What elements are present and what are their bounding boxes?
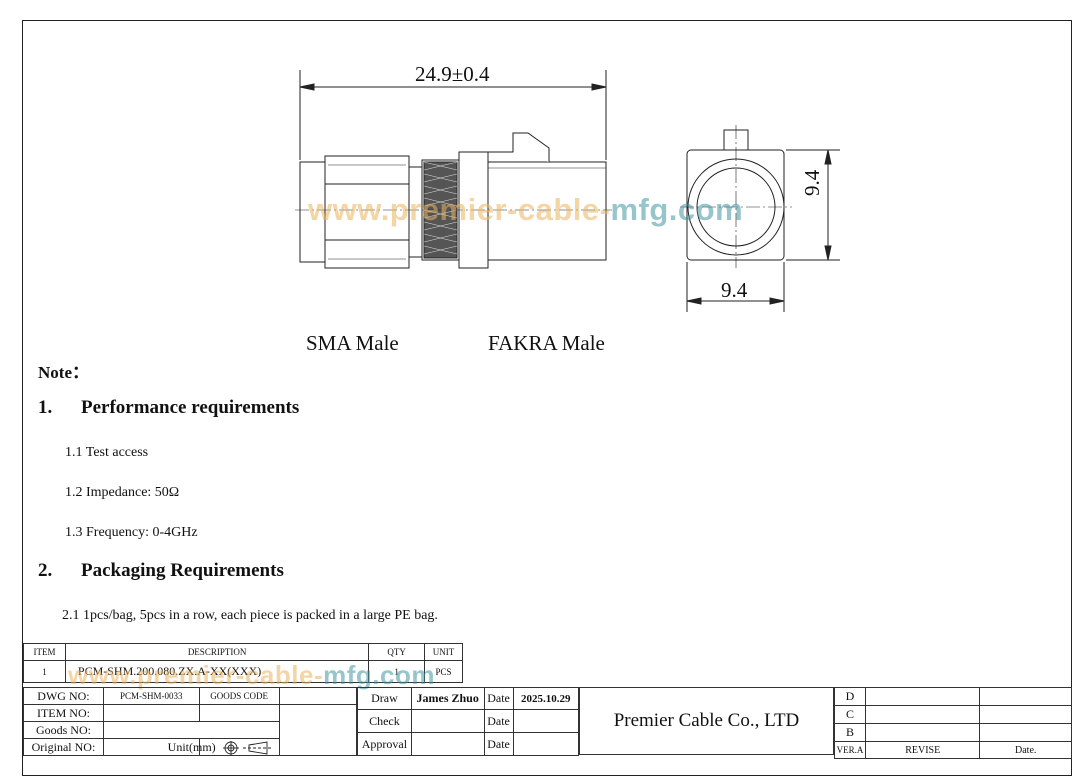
length-dimension-label: 24.9±0.4 bbox=[415, 62, 490, 86]
ver-label: VER.A bbox=[834, 741, 866, 759]
bom-header-row: ITEM DESCRIPTION QTY UNIT bbox=[23, 643, 463, 661]
width-dimension-label: 9.4 bbox=[721, 278, 748, 302]
dwg-no-value: PCM-SHM-0033 bbox=[102, 687, 200, 705]
section-heading-packaging: 2.Packaging Requirements bbox=[38, 560, 284, 581]
revise-label: REVISE bbox=[864, 741, 981, 759]
blank-cell bbox=[278, 704, 358, 756]
section-heading-performance: 1.Performance requirements bbox=[38, 397, 300, 418]
dwg-no-label: DWG NO: bbox=[23, 687, 104, 705]
drawing-watermark: www.premier-cable-mfg.com bbox=[308, 192, 744, 227]
fakra-male-label: FAKRA Male bbox=[488, 331, 605, 355]
unit-cell: Unit(mm) bbox=[168, 738, 280, 756]
table-row: 1 PCM-SHM.200.080.ZX.A-XX(XXX) 1 PCS bbox=[23, 660, 463, 683]
check-name bbox=[410, 709, 485, 733]
projection-symbol-icon bbox=[222, 741, 273, 755]
revision-letter: C bbox=[834, 705, 866, 724]
draw-date: 2025.10.29 bbox=[512, 687, 579, 710]
note-item: 1.1 Test access bbox=[65, 445, 149, 460]
bom-header-description: DESCRIPTION bbox=[64, 643, 370, 661]
note-item: 2.1 1pcs/bag, 5pcs in a row, each piece … bbox=[62, 608, 438, 623]
revision-desc bbox=[864, 723, 981, 742]
draw-label: Draw bbox=[357, 687, 412, 710]
length-dimension bbox=[299, 70, 607, 160]
revise-date-label: Date. bbox=[979, 741, 1072, 759]
goods-no-label: Goods NO: bbox=[23, 721, 104, 739]
original-no-label: Original NO: bbox=[23, 738, 104, 756]
item-no-value bbox=[102, 704, 200, 722]
bom-header-unit: UNIT bbox=[424, 643, 463, 661]
draw-name: James Zhuo bbox=[410, 687, 485, 710]
bom-table: ITEM DESCRIPTION QTY UNIT 1 PCM-SHM.200.… bbox=[23, 643, 463, 683]
item-no-extra bbox=[198, 704, 280, 722]
fakra-male-side-view bbox=[458, 132, 607, 269]
title-block-approvals: Draw James Zhuo Date 2025.10.29 Check Da… bbox=[357, 687, 579, 756]
note-title: Note： bbox=[38, 363, 89, 382]
item-no-label: ITEM NO: bbox=[23, 704, 104, 722]
revision-date bbox=[979, 687, 1072, 706]
date-label: Date bbox=[483, 687, 514, 710]
check-date bbox=[512, 709, 579, 733]
bom-header-item: ITEM bbox=[23, 643, 66, 661]
goods-code-label: GOODS CODE bbox=[198, 687, 280, 705]
note-item: 1.2 Impedance: 50Ω bbox=[65, 485, 180, 500]
revision-desc bbox=[864, 705, 981, 724]
approval-label: Approval bbox=[357, 732, 412, 756]
date-label: Date bbox=[483, 709, 514, 733]
bom-unit: PCS bbox=[424, 660, 463, 683]
end-view-dimensions bbox=[686, 149, 840, 312]
revision-date bbox=[979, 723, 1072, 742]
table-watermark: www.premier-cable-mfg.com bbox=[68, 660, 435, 690]
drawing-frame bbox=[22, 20, 1072, 776]
approval-name bbox=[410, 732, 485, 756]
revision-letter: B bbox=[834, 723, 866, 742]
company-name: Premier Cable Co., LTD bbox=[579, 687, 834, 755]
note-item: 1.3 Frequency: 0-4GHz bbox=[65, 525, 198, 540]
bom-description: PCM-SHM.200.080.ZX.A-XX(XXX) bbox=[64, 660, 370, 683]
title-block-left: DWG NO: PCM-SHM-0033 GOODS CODE ITEM NO:… bbox=[23, 687, 358, 756]
goods-no-value bbox=[102, 721, 280, 739]
unit-label: Unit(mm) bbox=[167, 739, 216, 754]
height-dimension-label: 9.4 bbox=[800, 169, 824, 196]
approval-date bbox=[512, 732, 579, 756]
revision-desc bbox=[864, 687, 981, 706]
sma-male-label: SMA Male bbox=[306, 331, 399, 355]
check-label: Check bbox=[357, 709, 412, 733]
date-label: Date bbox=[483, 732, 514, 756]
fakra-end-view bbox=[680, 125, 792, 268]
bom-header-qty: QTY bbox=[368, 643, 426, 661]
revision-date bbox=[979, 705, 1072, 724]
bom-item: 1 bbox=[23, 660, 66, 683]
goods-code-value bbox=[278, 687, 358, 705]
revision-letter: D bbox=[834, 687, 866, 706]
revision-table: D C B VER.A REVISE Date. bbox=[834, 687, 1072, 759]
original-no-value bbox=[102, 738, 200, 756]
